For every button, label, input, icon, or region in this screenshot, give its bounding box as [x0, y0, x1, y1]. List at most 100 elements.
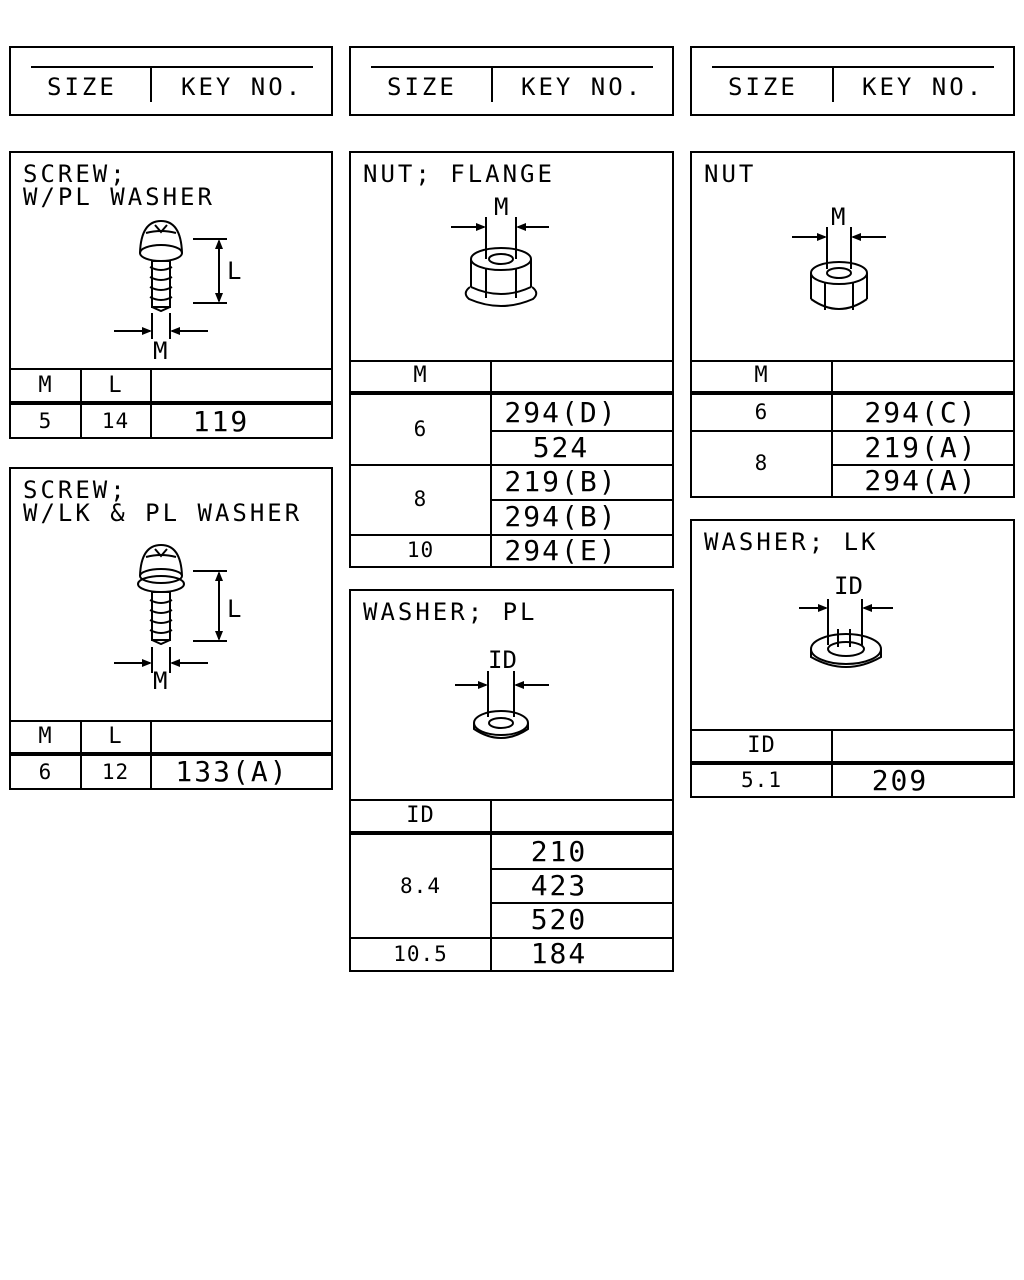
cell-m: 6	[754, 400, 769, 424]
col-divider	[490, 799, 492, 970]
panel-title: NUT	[704, 160, 757, 188]
dim-id-label: ID	[488, 646, 517, 674]
cell-key-no: 219(A)	[864, 430, 978, 464]
dim-l-label: L	[227, 595, 241, 623]
table-header-rule	[692, 391, 1013, 395]
row-rule	[832, 464, 1013, 466]
cell-id: 10.5	[393, 941, 448, 966]
cell-key-no: 294(C)	[864, 395, 978, 429]
col-header-m: M	[38, 724, 53, 749]
cell-key-no: 133(A)	[175, 755, 289, 788]
nut-flange-drawing: M	[451, 193, 549, 307]
cell-key-no: 210	[530, 834, 588, 868]
cell-key-no: 294(B)	[504, 500, 618, 533]
table-top-rule	[11, 368, 331, 370]
col-divider	[490, 360, 492, 566]
col-divider	[80, 720, 82, 790]
screw-pl-washer-drawing: L M	[114, 219, 241, 365]
washer-pl-drawing: ID	[455, 646, 549, 739]
size-header-1: SIZE KEY NO.	[9, 46, 333, 116]
cell-m: 6	[413, 417, 428, 441]
table-header-rule	[351, 831, 672, 835]
cell-m: 8	[413, 487, 428, 511]
col-header-m: M	[754, 363, 769, 388]
size-label: SIZE	[387, 73, 457, 101]
cell-m: 6	[38, 759, 53, 784]
cell-l: 12	[101, 759, 130, 784]
col-header-id: ID	[747, 732, 776, 758]
col-divider	[80, 368, 82, 438]
table-header-rule	[692, 761, 1013, 765]
table-header-rule	[11, 401, 331, 405]
table-top-rule	[351, 360, 672, 362]
header-rule	[712, 66, 994, 68]
group-rule	[351, 937, 672, 939]
cell-id: 8.4	[400, 873, 441, 898]
table-top-rule	[692, 360, 1013, 362]
cell-m: 8	[754, 451, 769, 475]
cell-key-no: 294(A)	[864, 463, 978, 497]
panel-title-line2: W/LK & PL WASHER	[23, 499, 303, 527]
cell-key-no: 294(D)	[504, 395, 618, 429]
panel-title-line1: SCREW;	[23, 476, 128, 504]
col-header-m: M	[38, 372, 53, 398]
cell-key-no: 524	[532, 430, 590, 464]
size-header-3: SIZE KEY NO.	[690, 46, 1015, 116]
panel-title: WASHER; LK	[704, 528, 879, 556]
size-header-2: SIZE KEY NO.	[349, 46, 674, 116]
key-no-label: KEY NO.	[862, 73, 985, 101]
cell-m: 5	[38, 409, 53, 433]
table-top-rule	[692, 729, 1013, 731]
cell-key-no: 209	[871, 763, 929, 797]
panel-title-line1: SCREW;	[23, 160, 128, 188]
panel-title: NUT; FLANGE	[363, 160, 555, 188]
header-rule	[371, 66, 653, 68]
col-header-l: L	[108, 724, 123, 749]
panel-title-line2: W/PL WASHER	[23, 183, 215, 211]
table-top-rule	[351, 799, 672, 801]
col-divider	[831, 360, 833, 496]
cell-key-no: 184	[530, 937, 588, 970]
col-divider	[831, 729, 833, 796]
washer-pl-panel: WASHER; PL ID ID 8.4 210 423 520 10.5 18…	[349, 589, 674, 972]
washer-lk-drawing: ID	[799, 572, 893, 668]
size-label: SIZE	[47, 73, 117, 101]
size-label: SIZE	[728, 73, 798, 101]
col-divider	[150, 368, 152, 438]
key-no-label: KEY NO.	[521, 73, 644, 101]
dim-l-label: L	[227, 257, 241, 285]
table-header-rule	[11, 752, 331, 756]
dim-id-label: ID	[834, 572, 863, 600]
screw-pl-washer-panel: SCREW; W/PL WASHER L	[9, 151, 333, 439]
cell-key-no: 219(B)	[504, 465, 618, 498]
cell-key-no: 294(E)	[504, 533, 618, 567]
dim-m-label: M	[831, 203, 845, 231]
table-top-rule	[11, 720, 331, 722]
screw-lk-pl-washer-drawing: L M	[114, 543, 241, 695]
row-rule	[491, 430, 672, 432]
cell-key-no: 119	[192, 404, 250, 438]
header-divider	[832, 66, 834, 102]
header-divider	[491, 66, 493, 102]
cell-m: 10	[406, 538, 435, 562]
nut-drawing: M	[792, 203, 886, 310]
col-divider	[150, 720, 152, 790]
col-header-id: ID	[406, 802, 435, 828]
dim-m-label: M	[494, 193, 508, 221]
table-header-rule	[351, 391, 672, 395]
col-header-l: L	[108, 372, 123, 398]
nut-panel: NUT M M 6 294(C) 8 219(A) 294(A)	[690, 151, 1015, 498]
washer-lk-panel: WASHER; LK ID ID 5.1 209	[690, 519, 1015, 798]
group-rule	[692, 430, 1013, 432]
group-rule	[351, 464, 672, 466]
panel-title: WASHER; PL	[363, 598, 538, 626]
row-rule	[491, 499, 672, 501]
cell-key-no: 423	[530, 868, 588, 902]
row-rule	[491, 868, 672, 870]
dim-m-label: M	[153, 337, 167, 365]
group-rule	[351, 534, 672, 536]
key-no-label: KEY NO.	[181, 73, 304, 101]
header-rule	[31, 66, 313, 68]
row-rule	[491, 902, 672, 904]
cell-l: 14	[101, 409, 130, 433]
